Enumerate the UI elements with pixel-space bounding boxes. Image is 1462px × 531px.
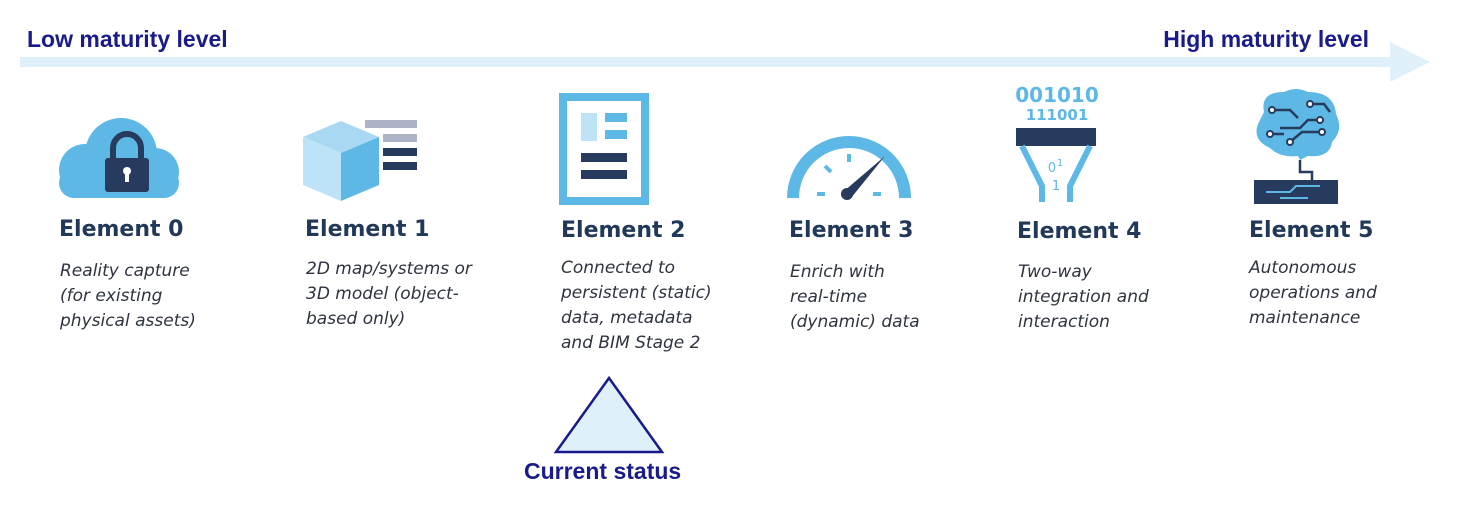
element-description: Two-way integration and interaction <box>1018 262 1149 332</box>
cube-model-icon <box>303 120 417 201</box>
current-status-label: Current status <box>524 458 682 484</box>
maturity-arrow <box>20 42 1430 82</box>
element-description: Enrich with real-time (dynamic) data <box>790 262 920 332</box>
svg-text:1: 1 <box>1057 158 1063 169</box>
svg-text:1: 1 <box>1052 179 1060 194</box>
element-description: Reality capture (for existing physical a… <box>60 261 196 331</box>
element-title: Element 2 <box>561 218 686 243</box>
cloud-lock-icon <box>59 118 179 198</box>
svg-text:001010: 001010 <box>1015 83 1099 107</box>
element-title: Element 3 <box>789 218 914 243</box>
element-title: Element 4 <box>1017 219 1142 244</box>
svg-text:111001: 111001 <box>1026 106 1089 124</box>
element-title: Element 1 <box>305 217 430 242</box>
gauge-icon <box>787 136 911 200</box>
binary-funnel-icon: 001010 111001 0 1 1 <box>1015 83 1099 202</box>
current-status-triangle <box>553 375 665 454</box>
element-description: Autonomous operations and maintenance <box>1249 258 1377 328</box>
document-layout-icon <box>559 93 649 205</box>
element-description: 2D map/systems or 3D model (object- base… <box>306 259 472 329</box>
svg-text:0: 0 <box>1048 161 1056 176</box>
high-maturity-label: High maturity level <box>1163 26 1369 52</box>
brain-circuit-icon <box>1254 89 1340 204</box>
low-maturity-label: Low maturity level <box>27 26 228 52</box>
element-title: Element 5 <box>1249 218 1374 243</box>
element-title: Element 0 <box>59 217 184 242</box>
element-description: Connected to persistent (static) data, m… <box>561 258 712 353</box>
